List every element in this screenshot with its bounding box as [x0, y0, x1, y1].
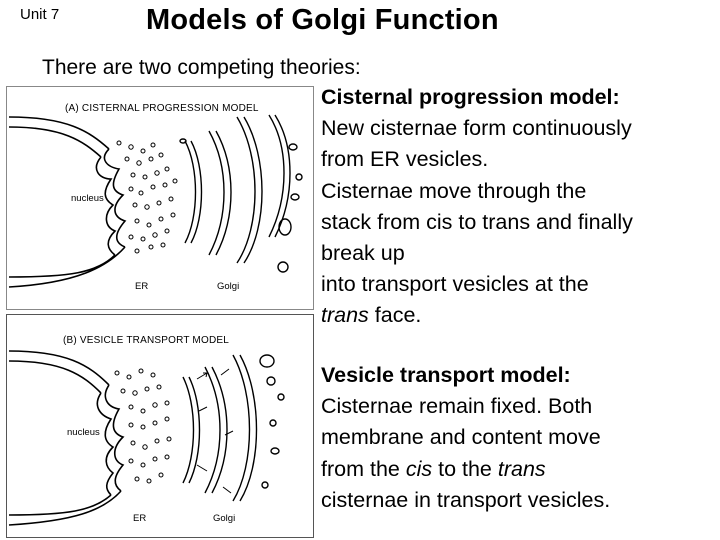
model2-line-4: cisternae in transport vesicles. [321, 487, 611, 512]
er-label-b: ER [133, 513, 146, 524]
er-vesicles-a [116, 140, 178, 254]
er-vesicles-b [114, 368, 172, 484]
transport-arrows-b [196, 368, 234, 494]
model2-line-3a: from the [321, 456, 406, 481]
vesicle-transport-heading: Vesicle transport model: [321, 363, 571, 387]
model1-line-6: into transport vesicles at the [321, 272, 589, 297]
model2-line-2: membrane and content move [321, 425, 601, 450]
nucleus-label-b: nucleus [67, 427, 100, 438]
model1-line-2: from ER vesicles. [321, 147, 489, 172]
slide-title: Models of Golgi Function [146, 4, 499, 36]
model2-line-3b: to the [432, 456, 498, 481]
golgi-label-a: Golgi [217, 281, 239, 292]
cisternal-progression-heading: Cisternal progression model: [321, 85, 620, 109]
slide-subtitle: There are two competing theories: [42, 56, 361, 79]
nucleus-envelope-b [8, 350, 125, 526]
model2-line-3: from the cis to the trans [321, 454, 713, 485]
model1-line-5: break up [321, 241, 405, 266]
model1-line-3: Cisternae move through the [321, 178, 587, 203]
diagram-b-title: (B) VESICLE TRANSPORT MODEL [63, 335, 229, 346]
diagram-a-title: (A) CISTERNAL PROGRESSION MODEL [65, 103, 259, 114]
unit-label: Unit 7 [20, 6, 60, 23]
model1-line-7: trans face. [321, 300, 713, 331]
vesicle-transport-text: Vesicle transport model: Cisternae remai… [321, 360, 713, 516]
model1-line-1: New cisternae form continuously [321, 116, 632, 141]
trans-term: trans [321, 303, 369, 328]
golgi-stack-a [179, 114, 303, 273]
cis-term: cis [405, 456, 433, 481]
golgi-label-b: Golgi [213, 513, 235, 524]
model1-line-7-rest: face. [368, 303, 422, 328]
trans-term-2: trans [497, 456, 546, 481]
model1-line-4: stack from cis to trans and finally [321, 209, 633, 234]
model2-line-1: Cisternae remain fixed. Both [321, 394, 593, 419]
er-label-a: ER [135, 281, 148, 292]
nucleus-label-a: nucleus [71, 193, 104, 204]
golgi-stack-b [182, 354, 285, 502]
vesicle-transport-diagram: (B) VESICLE TRANSPORT MODEL nucleus ER [6, 314, 314, 538]
nucleus-envelope-a [8, 116, 127, 288]
cisternal-progression-diagram: (A) CISTERNAL PROGRESSION MODEL nucleus … [6, 86, 314, 310]
vesicle-transport-illustration: (B) VESICLE TRANSPORT MODEL nucleus ER [8, 335, 285, 526]
cisternal-progression-text: Cisternal progression model: New cistern… [321, 82, 713, 332]
cisternal-progression-illustration: (A) CISTERNAL PROGRESSION MODEL nucleus … [8, 103, 303, 292]
